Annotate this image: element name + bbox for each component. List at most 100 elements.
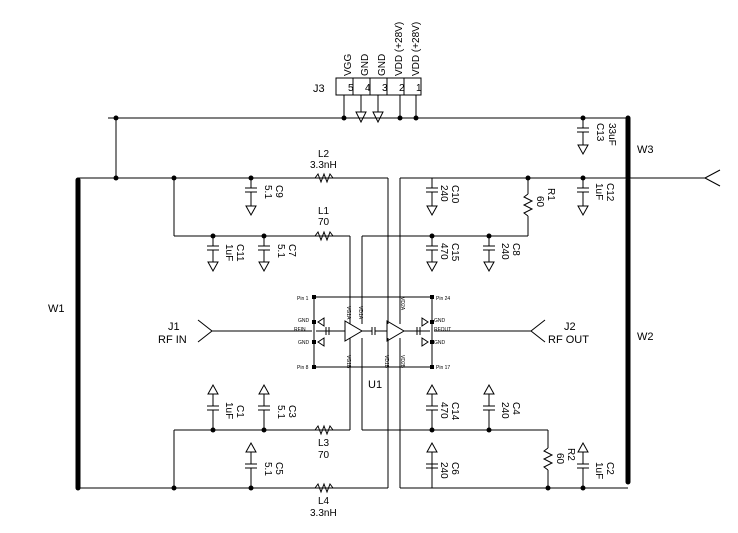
j2-ref: J2	[564, 321, 576, 333]
ground-icon	[317, 317, 325, 327]
ground-icon	[426, 441, 438, 453]
u1-pin1-label: Pin 1	[297, 296, 309, 302]
c9-ref: C9	[273, 185, 284, 198]
j3-pin-3-num: 3	[382, 83, 388, 94]
u1-rfout-label: RFOUT	[434, 327, 451, 333]
ground-icon	[245, 441, 257, 453]
ground-icon	[207, 261, 219, 273]
j3-pin-5-num: 5	[348, 83, 354, 94]
u1-vg1b: VG1B	[345, 355, 351, 369]
port-j2: J2 RF OUT	[434, 319, 589, 346]
c9-value: 5.1	[262, 185, 273, 199]
j3-pin-1-name: VDD (+28V)	[411, 22, 422, 76]
c2-ref: C2	[604, 462, 615, 475]
c1-value: 1uF	[223, 402, 234, 419]
c5-ref: C5	[273, 462, 284, 475]
resistor-r2: R2 60	[542, 430, 576, 491]
c7-ref: C7	[286, 244, 297, 257]
c6-value: 240	[438, 462, 449, 479]
j3-ref: J3	[313, 83, 325, 95]
capacitor-c12: C12 1uF	[577, 175, 615, 217]
capacitor-c9: C9 5.1	[245, 175, 284, 217]
amplifier-stage-1	[344, 320, 363, 342]
c8-ref: C8	[510, 243, 521, 256]
ground-icon	[421, 337, 429, 347]
j2-name: RF OUT	[548, 334, 589, 346]
u1-gnd-l1: GND	[298, 318, 310, 324]
capacitor-c8: C8 240	[483, 233, 521, 273]
w1-label: W1	[48, 303, 65, 315]
ground-icon	[421, 317, 429, 327]
u1-ref: U1	[368, 379, 382, 391]
c3-ref: C3	[286, 405, 297, 418]
amplifier-stage-2	[386, 320, 405, 342]
capacitor-c13: C13 33uF	[577, 123, 617, 156]
c12-ref: C12	[604, 183, 615, 202]
u1-rfin-label: RFIN	[294, 327, 306, 333]
c10-ref: C10	[449, 185, 460, 204]
capacitor-c1: C1 1uF	[207, 383, 245, 433]
ground-icon	[426, 261, 438, 273]
c1-ref: C1	[234, 405, 245, 418]
u1-vd1b: VD1B	[383, 355, 389, 369]
c2-value: 1uF	[593, 462, 604, 479]
u1-gnd-l2: GND	[298, 340, 310, 346]
r2-ref: R2	[565, 448, 576, 461]
capacitor-c5: C5 5.1	[245, 441, 284, 491]
u1-gnd-r1: GND	[434, 318, 446, 324]
l4-value: 3.3nH	[310, 508, 337, 519]
capacitor-c6: C6 240	[426, 441, 460, 488]
c5-value: 5.1	[262, 462, 273, 476]
j3-pin-1-num: 1	[416, 83, 422, 94]
l4-ref: L4	[318, 496, 330, 507]
c15-ref: C15	[449, 243, 460, 262]
w3-port-arrow	[704, 169, 721, 187]
top-rails	[78, 115, 721, 187]
inductor-l3: L3 70	[314, 424, 334, 461]
bus-w1: W1	[48, 177, 81, 491]
bus-w2: W2	[625, 177, 654, 485]
ground-icon	[372, 111, 384, 124]
capacitor-c4: C4 240	[483, 383, 521, 433]
capacitor-c7: C7 5.1	[258, 233, 297, 273]
port-j1: J1 RF IN	[158, 319, 312, 346]
c11-ref: C11	[234, 244, 245, 262]
capacitor-c11: C11 1uF	[207, 233, 245, 273]
ground-icon	[207, 383, 219, 395]
capacitor-c2: C2 1uF	[577, 441, 615, 491]
c10-value: 240	[438, 185, 449, 202]
u1-pin8-label: Pin 8	[297, 365, 309, 371]
ground-icon	[258, 261, 270, 273]
u1-vd2a: VD2A	[399, 297, 405, 311]
capacitor-c14: C14 470	[426, 383, 460, 433]
u1-gnd-r2: GND	[434, 340, 446, 346]
port-arrow-icon	[530, 319, 546, 343]
c7-value: 5.1	[275, 244, 286, 258]
j1-ref: J1	[168, 321, 180, 333]
c14-value: 470	[438, 402, 449, 419]
ground-icon	[258, 383, 270, 395]
c14-ref: C14	[449, 402, 460, 421]
c15-value: 470	[438, 243, 449, 260]
l3-value: 70	[318, 450, 330, 461]
j3-pin-2-name: VDD (+28V)	[394, 22, 405, 76]
w3-label: W3	[637, 144, 654, 156]
u1-vd1a: VD1A	[357, 306, 363, 320]
l3-ref: L3	[318, 438, 330, 449]
c4-ref: C4	[510, 402, 521, 415]
j3-pin-5-name: VGG	[343, 54, 354, 76]
j3-pin-2-num: 2	[399, 83, 405, 94]
ground-icon	[483, 261, 495, 273]
ground-icon	[483, 383, 495, 395]
r2-value: 60	[554, 453, 565, 465]
resistor-r1: R1 60	[522, 175, 556, 236]
j3-pin-4-name: GND	[360, 54, 371, 76]
l1-ref: L1	[318, 206, 330, 217]
u1-pin24-label: Pin 24	[436, 296, 450, 302]
c13-ref: C13	[594, 123, 605, 142]
capacitor-c10: C10 240	[426, 178, 460, 217]
ground-icon	[577, 205, 589, 217]
l1-value: 70	[318, 217, 330, 228]
j1-name: RF IN	[158, 334, 187, 346]
